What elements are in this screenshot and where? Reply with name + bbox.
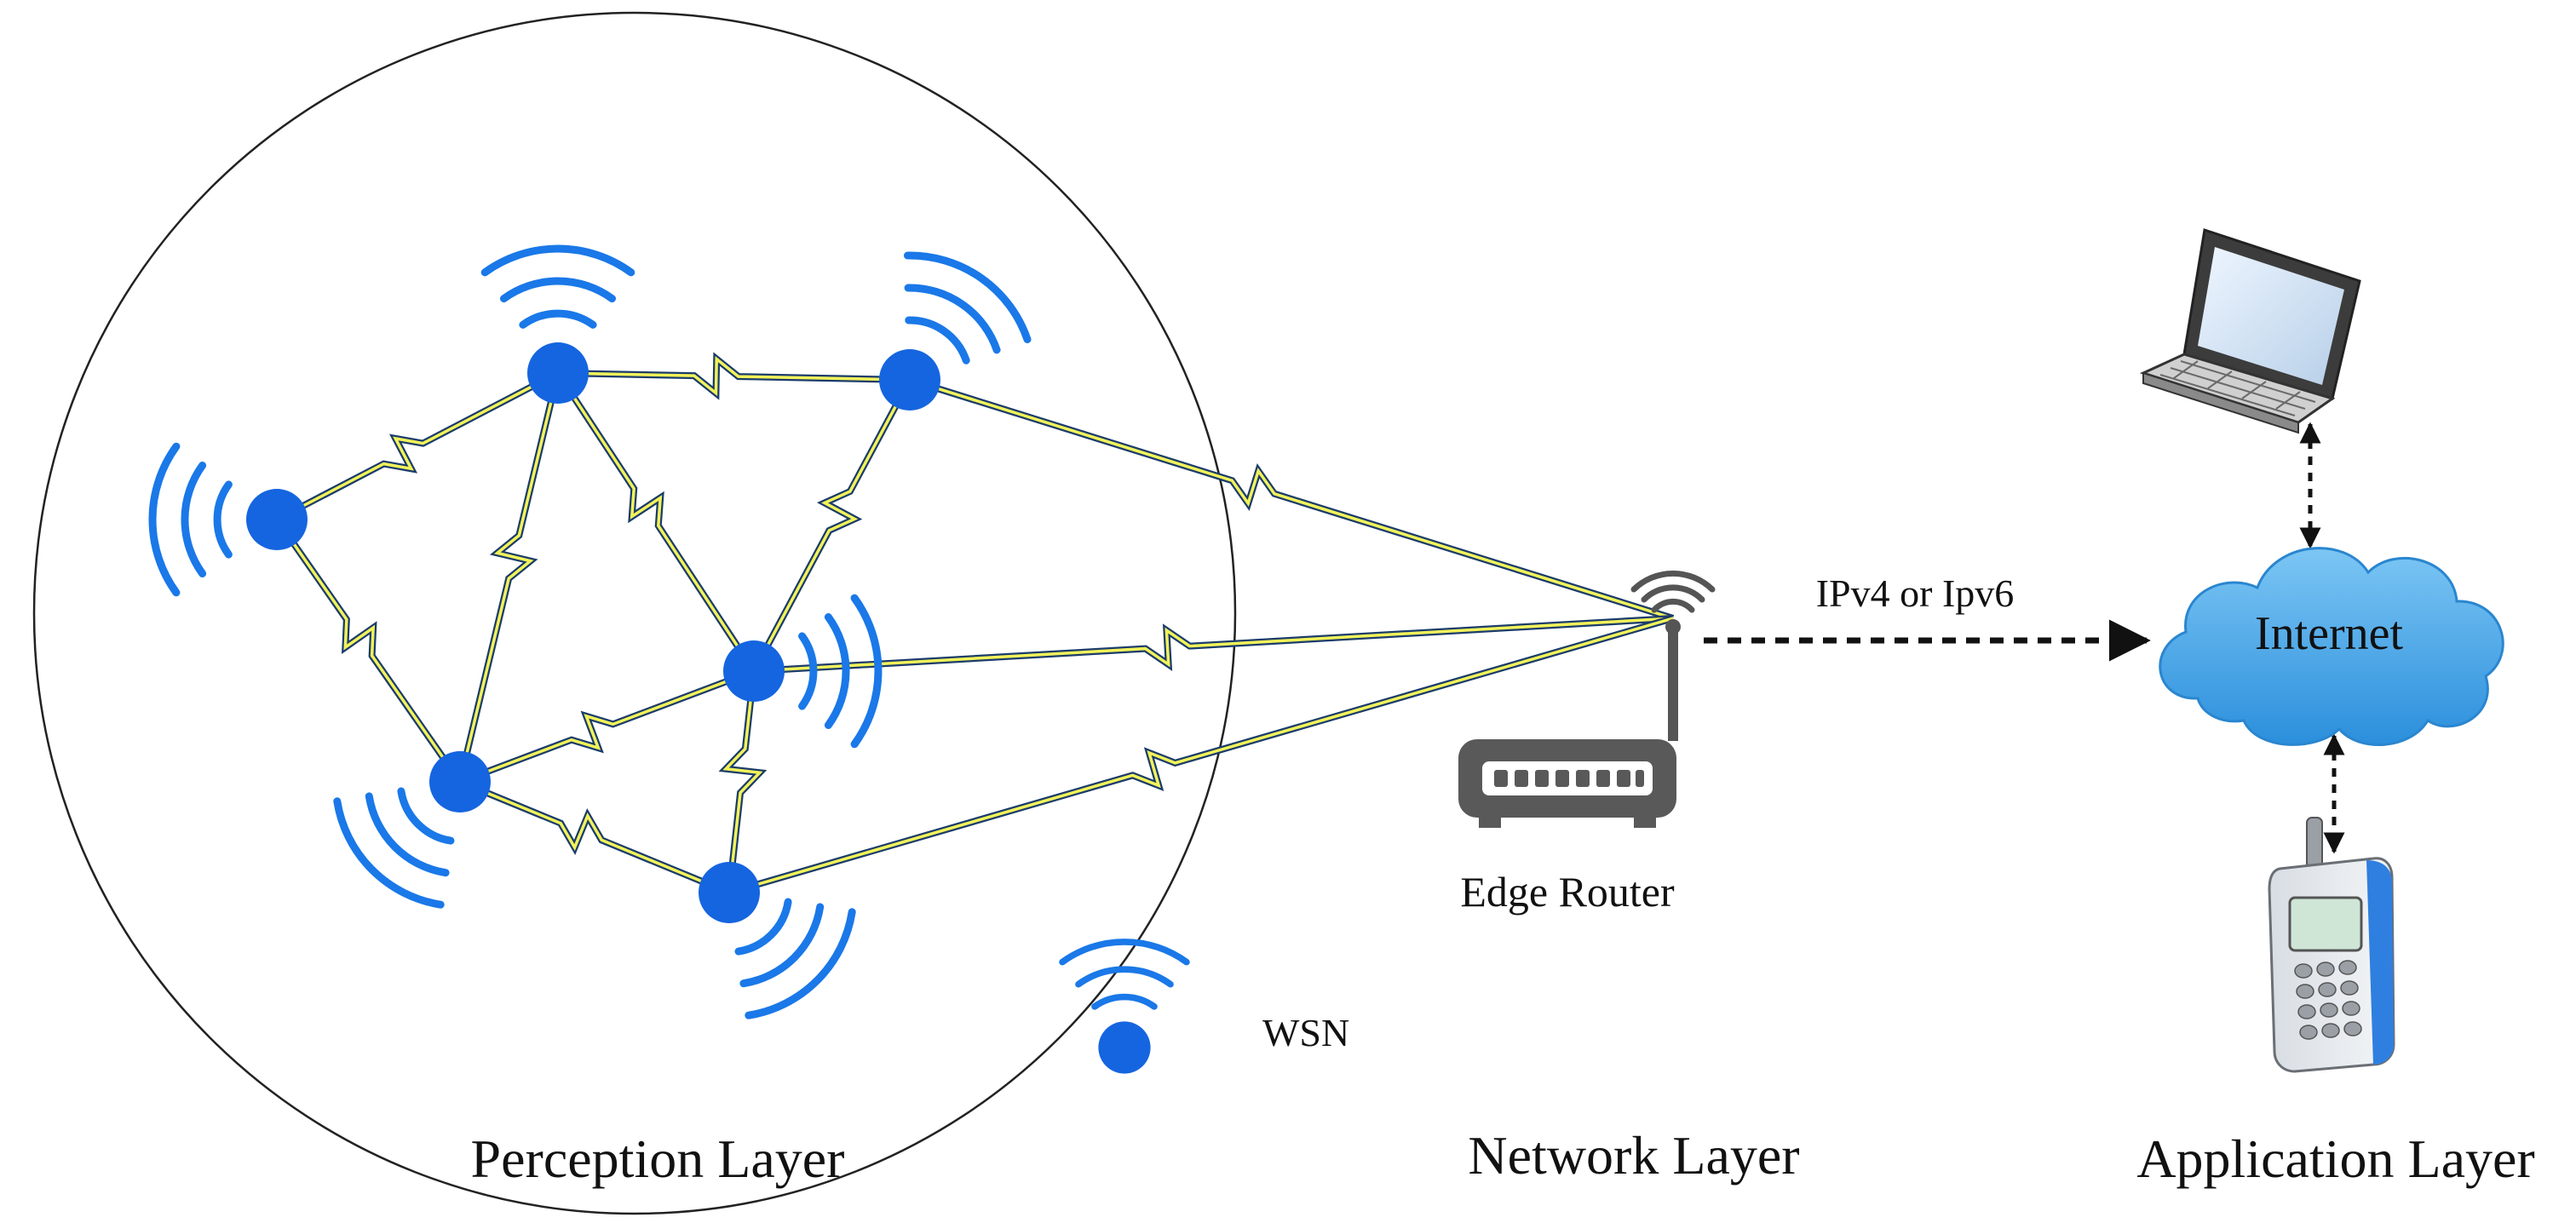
wireless-link — [753, 615, 1674, 675]
perception-layer-label: Perception Layer — [471, 1128, 845, 1189]
laptop-icon — [2139, 228, 2361, 434]
wireless-link — [275, 370, 560, 523]
wsn-node-icon — [480, 244, 635, 404]
wireless-link — [458, 668, 756, 785]
wsn-node-icon — [699, 862, 856, 1019]
wireless-link — [908, 376, 1675, 622]
application-layer-label: Application Layer — [2136, 1128, 2534, 1189]
sensor-nodes — [148, 244, 1032, 1019]
mobile-phone-icon — [2268, 817, 2395, 1073]
wsn-node-icon — [1059, 939, 1190, 1074]
wireless-link — [727, 615, 1675, 896]
wireless-link — [458, 778, 731, 896]
wireless-link — [718, 670, 768, 893]
network-layer-label: Network Layer — [1468, 1125, 1799, 1186]
wsn-legend — [1059, 939, 1190, 1074]
router-icon — [1458, 570, 1716, 828]
wireless-link — [750, 378, 913, 673]
perception-boundary-circle — [32, 11, 1237, 1215]
legend-wsn-label: WSN — [1262, 1011, 1349, 1054]
wsn-node-icon — [333, 751, 491, 909]
wsn-node-icon — [148, 442, 308, 597]
wsn-node-icon — [879, 251, 1032, 411]
wireless-link — [557, 352, 911, 400]
protocol-label: IPv4 or Ipv6 — [1816, 571, 2015, 615]
wireless-links — [273, 352, 1675, 896]
wsn-node-icon — [723, 594, 883, 749]
wireless-link — [457, 372, 561, 783]
wireless-link — [273, 517, 463, 784]
wireless-link — [555, 370, 757, 674]
internet-label: Internet — [2255, 607, 2404, 660]
cloud-icon — [2159, 547, 2504, 746]
edge-router-label: Edge Router — [1460, 868, 1675, 916]
